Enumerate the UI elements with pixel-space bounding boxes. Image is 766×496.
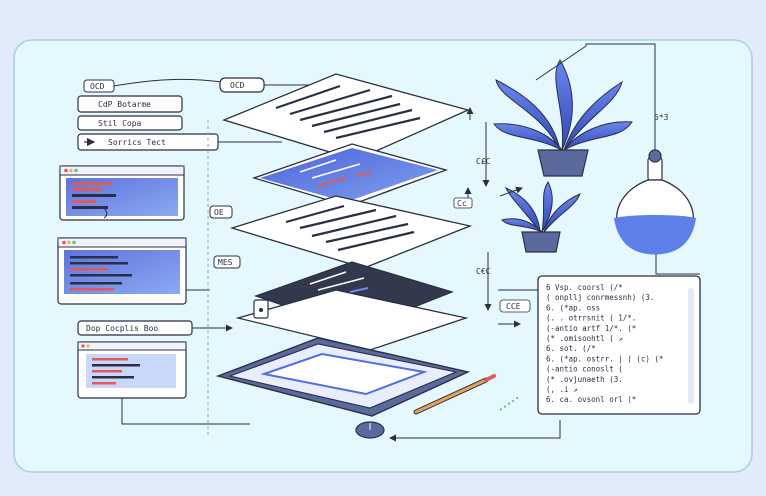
mid-label-2: MES bbox=[213, 255, 241, 269]
window3-close-icon bbox=[81, 344, 85, 348]
window2-max-icon bbox=[72, 240, 76, 245]
input-field-3[interactable]: Sorrics Tect bbox=[77, 133, 219, 151]
field-1-text: CdP Botarme bbox=[98, 100, 151, 109]
top-tag-connector bbox=[113, 78, 223, 87]
phone-icon bbox=[253, 299, 269, 319]
layer-document-middle bbox=[229, 195, 473, 269]
input-field-2[interactable]: Stil Copa bbox=[77, 115, 183, 131]
plant-small-icon bbox=[501, 181, 581, 253]
mouse-arrow bbox=[389, 420, 561, 442]
pencil-icon bbox=[413, 374, 496, 415]
right-label-2: Cc bbox=[453, 197, 473, 209]
right-label-3: C€C bbox=[476, 267, 491, 276]
control-label-text: Dop Cocplis Boo bbox=[86, 324, 158, 333]
layer-blue-screen bbox=[251, 143, 449, 207]
right-label-1-text: C£C bbox=[476, 157, 491, 166]
mouse-icon bbox=[355, 421, 385, 439]
code-line: 6. ca. ovsonl orl (* bbox=[546, 395, 636, 404]
right-label-4-text: CCE bbox=[506, 302, 521, 311]
code-line: 6 Vsp. coorsl (/* bbox=[546, 283, 623, 292]
browser-window-2 bbox=[57, 237, 187, 305]
top-tag-text: OCD bbox=[90, 82, 105, 91]
field-2-text: Stil Copa bbox=[98, 119, 142, 128]
right-label-3-text: C€C bbox=[476, 267, 491, 276]
plant-label: 5*3 bbox=[654, 113, 669, 122]
mid-label-2-text: MES bbox=[218, 258, 233, 267]
code-scrollbar[interactable] bbox=[688, 288, 694, 404]
flask-bottom-connector bbox=[655, 254, 700, 275]
browser-window-1 bbox=[59, 165, 185, 221]
browser-window-3 bbox=[77, 341, 187, 399]
pencil-trail bbox=[499, 395, 521, 411]
plant-large-icon bbox=[493, 59, 633, 177]
window-min-icon bbox=[69, 168, 73, 173]
window2-close-icon bbox=[62, 240, 66, 245]
mid-label-1: OE bbox=[209, 205, 233, 219]
code-lines: 6 Vsp. coorsl (/* ( onpllj conrmessnh) (… bbox=[546, 283, 663, 404]
window2-min-icon bbox=[67, 240, 71, 245]
code-panel: 6 Vsp. coorsl (/* ( onpllj conrmessnh) (… bbox=[537, 275, 701, 415]
mid-label-1-text: OE bbox=[214, 208, 224, 217]
window3-min-icon bbox=[86, 344, 90, 348]
field-3-text: Sorrics Tect bbox=[108, 138, 166, 147]
cursor-curve bbox=[95, 206, 108, 219]
window-close-icon bbox=[64, 168, 68, 173]
base-tray bbox=[215, 337, 471, 417]
input-field-1[interactable]: CdP Botarme bbox=[77, 95, 183, 113]
code-line: (, .i ↗ bbox=[546, 385, 578, 394]
right-label-1: C£C bbox=[476, 157, 491, 166]
code-line: 6. (*ap. ostrr. | ( (c) (* bbox=[546, 354, 663, 363]
code-line: (. . otrrsnit ( 1/*. bbox=[546, 314, 636, 323]
right-label-4: CCE bbox=[499, 299, 531, 313]
bottom-left-connector bbox=[121, 398, 250, 425]
plant-label-text: 5*3 bbox=[654, 113, 669, 122]
flask-icon bbox=[614, 149, 696, 255]
code-line: 6. (*ap. oss bbox=[546, 303, 600, 312]
code-line: (-antio artf 1/*. (* bbox=[546, 324, 636, 333]
code-line: (* .omisoohtl ( ↗ bbox=[546, 334, 623, 343]
top-label-text: OCD bbox=[230, 81, 245, 90]
plant-top-connector bbox=[535, 45, 587, 81]
right-label-2-text: Cc bbox=[457, 199, 467, 208]
control-label-box[interactable]: Dop Cocplis Boo bbox=[77, 320, 193, 336]
window-max-icon bbox=[74, 168, 78, 173]
code-line: ( onpllj conrmessnh) (3. bbox=[546, 293, 654, 302]
top-tag-badge: OCD bbox=[83, 79, 115, 93]
code-line: (-antio conoslt ( bbox=[546, 365, 623, 374]
code-line: 6. sot. (/* bbox=[546, 344, 596, 353]
code-line: (* .ovjunaeth (3. bbox=[546, 375, 623, 384]
right-arrow-3 bbox=[499, 186, 523, 197]
flask-top-connector bbox=[585, 43, 656, 150]
top-label-badge: OCD bbox=[219, 77, 265, 93]
